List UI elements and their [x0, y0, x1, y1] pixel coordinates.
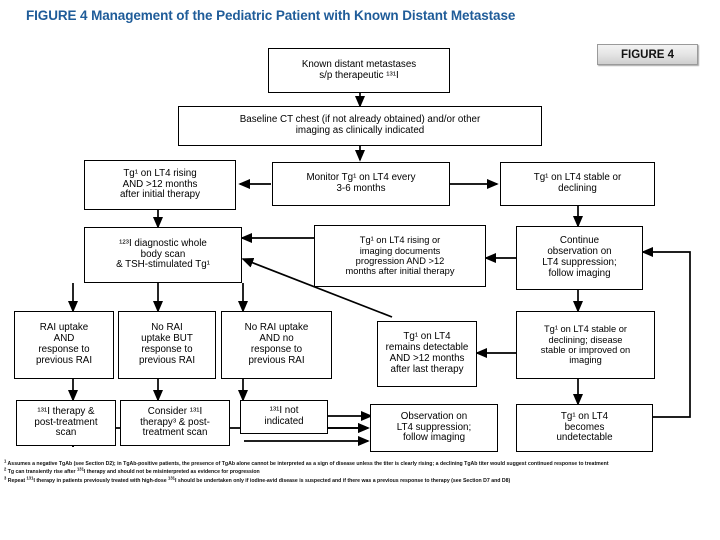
node-baseline-ct-text: Baseline CT chest (if not already obtain… — [239, 114, 481, 136]
figure-badge: FIGURE 4 — [597, 44, 698, 65]
footnote-1: 1 Assumes a negative TgAb (see Section D… — [4, 458, 609, 467]
footnotes: 1 Assumes a negative TgAb (see Section D… — [4, 458, 716, 486]
figure-badge-label: FIGURE 4 — [620, 48, 675, 61]
footnote-3: 3 Repeat 131I therapy in patients previo… — [4, 475, 511, 484]
footnote-2: 2 Tg can transiently rise after 131I the… — [4, 466, 260, 476]
node-baseline-ct: Baseline CT chest (if not already obtain… — [178, 106, 542, 146]
page-title: FIGURE 4 Management of the Pediatric Pat… — [26, 8, 516, 23]
